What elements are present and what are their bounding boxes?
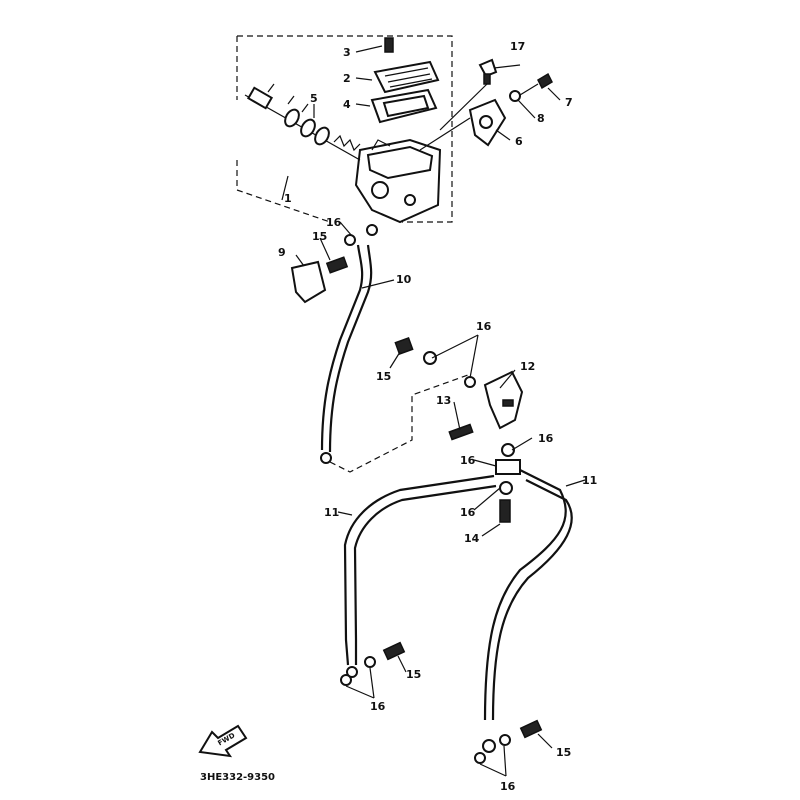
part-label-p9: 9 bbox=[278, 246, 286, 259]
joint-bolt bbox=[448, 423, 474, 441]
master-cylinder-body bbox=[354, 138, 442, 224]
union-bolt-lower-left bbox=[340, 641, 406, 686]
part-label-p6: 6 bbox=[515, 135, 523, 148]
part-label-p13: 13 bbox=[436, 394, 451, 407]
part-label-p3: 3 bbox=[343, 46, 351, 59]
part-label-p7: 7 bbox=[565, 96, 573, 109]
part-label-p16f: 16 bbox=[370, 700, 386, 713]
brake-hose-left bbox=[343, 474, 497, 678]
part-label-p10: 10 bbox=[396, 273, 412, 286]
part-label-p14: 14 bbox=[464, 532, 480, 545]
part-label-p16a: 16 bbox=[326, 216, 342, 229]
union-bolt-middle bbox=[394, 337, 476, 388]
three-way-joint bbox=[495, 443, 521, 523]
forward-direction-arrow: FWD bbox=[198, 724, 248, 758]
holder-washer bbox=[509, 90, 521, 102]
part-label-p16g: 16 bbox=[500, 780, 516, 793]
part-label-p15b: 15 bbox=[376, 370, 391, 383]
assembly-dashed-boundary bbox=[236, 35, 453, 223]
part-label-p8: 8 bbox=[537, 112, 545, 125]
leader-lines bbox=[281, 45, 586, 777]
part-label-p15a: 15 bbox=[312, 230, 327, 243]
part-label-p15c: 15 bbox=[406, 668, 421, 681]
union-bolt-lower-right bbox=[474, 719, 543, 764]
part-label-p2: 2 bbox=[343, 72, 351, 85]
reservoir-cap bbox=[373, 60, 440, 94]
part-label-p15d: 15 bbox=[556, 746, 571, 759]
holder-bolt bbox=[519, 72, 553, 96]
part-label-p16d: 16 bbox=[460, 454, 476, 467]
part-label-p16b: 16 bbox=[476, 320, 492, 333]
diagram-code: 3HE332-9350 bbox=[200, 772, 275, 783]
part-label-p17: 17 bbox=[510, 40, 525, 53]
part-label-p4: 4 bbox=[343, 98, 351, 111]
copper-washer-upper-2 bbox=[366, 224, 378, 236]
reservoir-diaphragm bbox=[370, 88, 438, 124]
reservoir-bolt bbox=[439, 58, 498, 131]
rubber-boot bbox=[290, 260, 327, 304]
brake-hose-right bbox=[482, 469, 573, 753]
lever-holder bbox=[419, 98, 507, 151]
part-label-p16e: 16 bbox=[460, 506, 476, 519]
part-label-p11b: 11 bbox=[582, 474, 597, 487]
union-bolt-upper bbox=[325, 256, 349, 274]
part-label-p1: 1 bbox=[284, 192, 292, 205]
brake-hose-upper bbox=[320, 244, 373, 464]
part-label-p16c: 16 bbox=[538, 432, 554, 445]
part-label-p11a: 11 bbox=[324, 506, 339, 519]
hose-routing-dashed bbox=[329, 374, 469, 473]
brake-hose-joint bbox=[483, 370, 524, 430]
copper-washer-upper bbox=[344, 234, 356, 246]
piston-kit bbox=[244, 83, 361, 161]
cap-screw bbox=[384, 37, 394, 53]
part-label-p5: 5 bbox=[310, 92, 318, 105]
part-labels: 1234567891011111213141515151516161616161… bbox=[278, 40, 597, 793]
part-label-p12: 12 bbox=[520, 360, 535, 373]
